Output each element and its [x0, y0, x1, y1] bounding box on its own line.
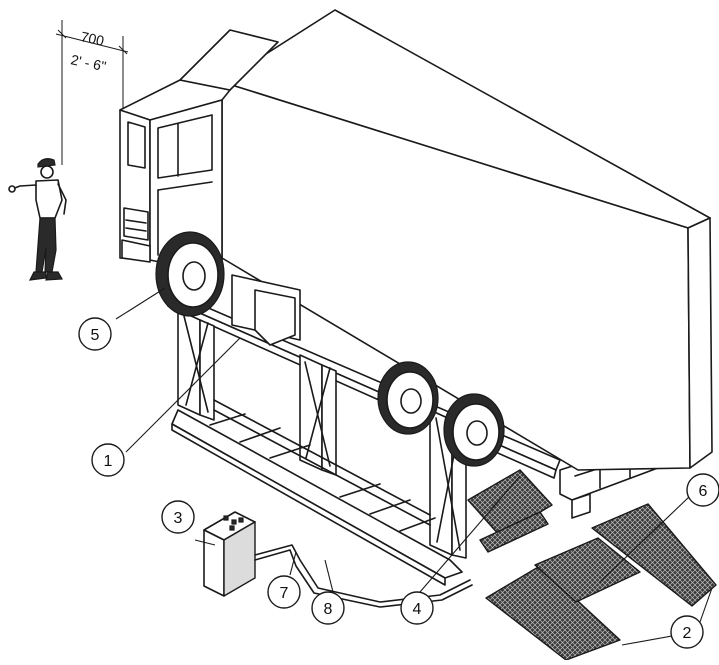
leader-lines [115, 287, 713, 646]
callout-7: 7 [267, 575, 301, 609]
callout-6-label: 6 [699, 483, 708, 500]
windshield [127, 121, 146, 169]
callout-4: 4 [400, 591, 434, 625]
callout-1-label: 1 [104, 453, 113, 470]
callout-3: 3 [161, 500, 195, 534]
callout-8: 8 [311, 591, 345, 625]
ramp-left [485, 565, 621, 661]
clearance-dimension: 700 2' - 6" [55, 20, 129, 165]
callout-3-label: 3 [174, 510, 183, 527]
dimension-metric: 700 [79, 28, 105, 49]
control-console [203, 511, 256, 597]
rear-wheels [377, 361, 505, 467]
dimension-imperial: 2' - 6" [69, 51, 107, 74]
ramp-right [591, 503, 717, 607]
operator-figure [8, 158, 67, 281]
callout-5-label: 5 [91, 327, 100, 344]
cables [254, 544, 473, 608]
callout-5: 5 [78, 317, 112, 351]
front-wheel [155, 231, 225, 317]
truck [119, 9, 713, 471]
callout-7-label: 7 [280, 585, 289, 602]
callout-2-label: 2 [683, 625, 692, 642]
drive-on-ramps [485, 503, 717, 661]
callout-2: 2 [670, 615, 704, 649]
callout-4-label: 4 [413, 601, 422, 618]
cargo-box-end [687, 217, 713, 469]
cab-window [157, 114, 213, 179]
callout-8-label: 8 [324, 601, 333, 618]
ramp-middle [534, 537, 641, 603]
callout-6: 6 [686, 473, 719, 507]
callout-1: 1 [91, 443, 125, 477]
